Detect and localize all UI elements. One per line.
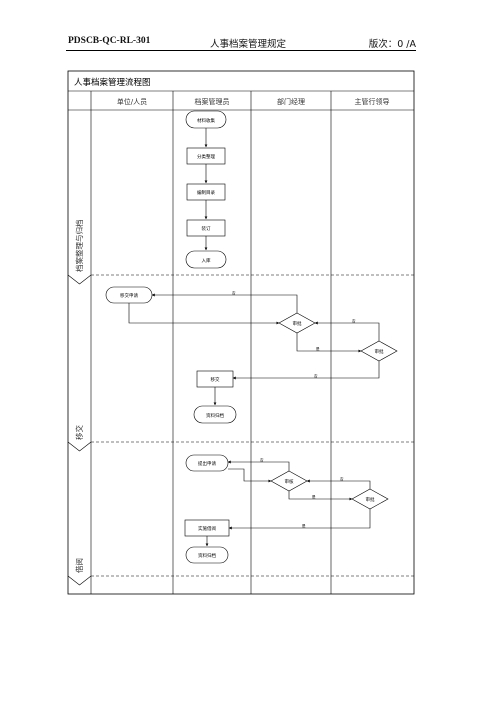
- node-lend-label: 实施借阅: [198, 525, 216, 532]
- node-dept-review-label: 审批: [293, 320, 302, 327]
- node-borrow-request-label: 提出申请: [198, 460, 216, 467]
- node-bind-label: 装订: [202, 225, 211, 232]
- node-archive-3: [185, 546, 229, 564]
- phase-label-borrow: 借阅: [74, 558, 84, 573]
- chart-title: 人事档案管理流程图: [74, 77, 151, 88]
- doc-version: 版次：0 /A: [368, 39, 416, 50]
- node-classify-label: 分类整理: [197, 153, 215, 160]
- lane-header-unit: 单位/人员: [117, 97, 147, 106]
- edge-label-yes-3: 是: [302, 523, 306, 528]
- lane-header-archivist: 档案管理员: [195, 97, 230, 106]
- node-leader-review-label: 审批: [375, 348, 384, 355]
- node-leader-approve-label: 审批: [366, 496, 375, 503]
- node-archive-3-label: 资料归档: [198, 552, 216, 559]
- node-archive-2-label: 资料归档: [206, 412, 224, 419]
- node-dept-audit-label: 审核: [285, 478, 294, 485]
- phase-label-archive: 档案整理与归档: [74, 220, 84, 273]
- edge-label-yes-2: 是: [312, 494, 316, 499]
- node-archive-2: [193, 405, 237, 424]
- edge-label-no-4: 否: [260, 458, 264, 462]
- edge-label-yes: 是: [316, 346, 320, 351]
- node-catalog-label: 编制目录: [197, 189, 215, 196]
- node-collect-label: 材料收集: [197, 117, 215, 124]
- header-rule: [66, 50, 416, 51]
- node-transfer-request-label: 移交申请: [120, 292, 138, 299]
- edge-label-no-1: 否: [232, 291, 236, 295]
- edge-label-no-5: 否: [340, 477, 344, 481]
- node-storage: [185, 250, 227, 269]
- doc-code: PDSCB-QC-RL-301: [68, 36, 151, 46]
- lane-header-dept-manager: 部门经理: [277, 97, 305, 106]
- chart-frame: [67, 70, 415, 595]
- doc-title: 人事档案管理规定: [209, 39, 286, 50]
- edge-label-no-2: 否: [352, 319, 356, 323]
- node-transfer-label: 移交: [211, 376, 220, 383]
- edge-label-no-3: 否: [314, 374, 318, 378]
- lane-header-leader: 主管行领导: [355, 97, 390, 106]
- phase-label-transfer: 移交: [74, 425, 84, 440]
- node-storage-label: 入库: [202, 257, 211, 264]
